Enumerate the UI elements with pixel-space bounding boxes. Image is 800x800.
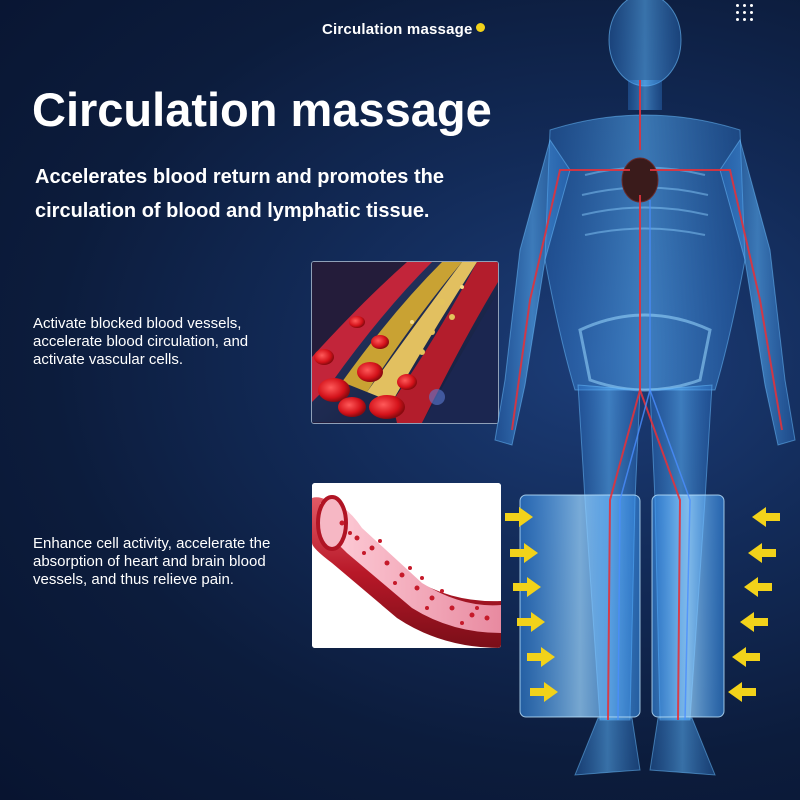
arrow-right-icon <box>505 507 533 527</box>
arrow-left-icon <box>748 543 776 563</box>
feature-text-1: Activate blocked blood vessels, accelera… <box>33 315 249 368</box>
human-body-circulation-figure <box>490 0 800 800</box>
page-title: Circulation massage <box>32 83 492 136</box>
arrow-right-icon <box>530 682 558 702</box>
arrow-left-icon <box>752 507 780 527</box>
page-subtitle: Accelerates blood return and promotes th… <box>35 166 444 222</box>
blocked-artery-image <box>311 261 499 424</box>
arrow-right-icon <box>513 577 541 597</box>
arrow-left-icon <box>728 682 756 702</box>
blood-vessel-image <box>312 483 501 648</box>
arrow-left-icon <box>744 577 772 597</box>
dots-grid-icon[interactable] <box>736 4 758 24</box>
yellow-dot-icon <box>476 23 485 32</box>
arrow-right-icon <box>510 543 538 563</box>
arrow-right-icon <box>517 612 545 632</box>
arrow-left-icon <box>732 647 760 667</box>
arrow-right-icon <box>527 647 555 667</box>
feature-text-2: Enhance cell activity, accelerate the ab… <box>33 535 271 588</box>
arrow-left-icon <box>740 612 768 632</box>
header-tag: Circulation massage <box>322 21 473 38</box>
